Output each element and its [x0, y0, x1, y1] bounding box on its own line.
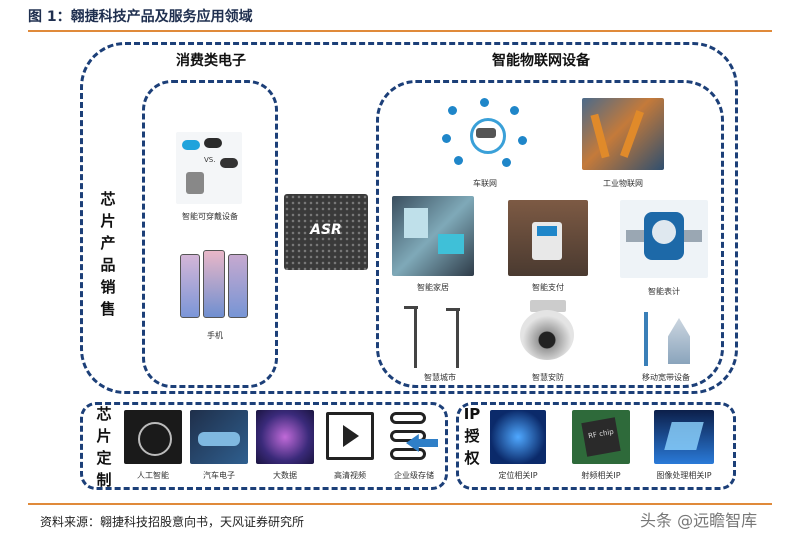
smart-home-image — [392, 196, 474, 276]
wearable-band-2 — [204, 138, 222, 148]
ip-label: IP授权 — [463, 405, 481, 467]
glow-panel — [664, 422, 704, 450]
node-5 — [518, 136, 527, 145]
wearable-image: VS. — [176, 132, 242, 204]
node-1 — [448, 106, 457, 115]
watermark: 头条 @远瞻智库 — [640, 511, 758, 530]
industrial-iot-caption: 工业物联网 — [603, 179, 643, 188]
camera-dome — [520, 310, 574, 360]
storage-icon — [388, 410, 440, 464]
tower-device — [668, 318, 690, 364]
robot-arm-2 — [620, 110, 644, 158]
smart-city-caption: 智慧城市 — [424, 373, 456, 382]
positioning-ip-image — [490, 410, 546, 464]
home-screen — [438, 234, 464, 254]
street-arm-2 — [446, 308, 460, 311]
storage-caption: 企业级存储 — [394, 471, 434, 480]
smart-security-caption: 智慧安防 — [532, 373, 564, 382]
ai-brain — [138, 422, 172, 456]
positioning-ip-caption: 定位相关IP — [498, 471, 538, 480]
storage-bar-2 — [390, 430, 426, 442]
chip-sales-label: 芯片产品销售 — [100, 190, 116, 318]
node-2 — [480, 98, 489, 107]
node-3 — [510, 106, 519, 115]
source-note: 资料来源：翱捷科技招股意向书，天风证券研究所 — [40, 515, 305, 529]
node-7 — [502, 158, 511, 167]
mobile-broadband-caption: 移动宽带设备 — [642, 373, 690, 382]
figure-title: 图 1：翱捷科技产品及服务应用领域 — [28, 9, 253, 25]
industrial-iot-image — [582, 98, 664, 170]
tower-pole — [644, 312, 648, 366]
ip-frame — [456, 402, 736, 490]
auto-electronics-caption: 汽车电子 — [203, 471, 235, 480]
image-processing-ip-image — [654, 410, 714, 464]
street-arm-1 — [404, 306, 418, 309]
vehicle-network-image — [440, 96, 532, 172]
smart-home-caption: 智能家居 — [417, 283, 449, 292]
smart-payment-caption: 智能支付 — [532, 283, 564, 292]
street-pole-1 — [414, 306, 417, 368]
wearable-vs: VS. — [204, 156, 216, 164]
chip-sales-frame — [80, 42, 738, 394]
phone-image — [180, 250, 248, 320]
smart-meter-image — [620, 200, 708, 278]
pos-screen — [537, 226, 557, 236]
wearable-band-1 — [182, 140, 200, 150]
play-icon — [343, 425, 359, 447]
rf-ip-image: RF chip — [572, 410, 630, 464]
auto-electronics-image — [190, 410, 248, 464]
bottom-rule — [28, 503, 772, 505]
smart-city-image — [398, 302, 478, 370]
rf-ip-caption: 射频相关IP — [581, 471, 621, 480]
consumer-frame — [142, 80, 278, 388]
robot-arm-1 — [590, 113, 610, 159]
storage-bar-3 — [390, 448, 426, 460]
smart-security-image — [512, 298, 582, 368]
vehicle-network-caption: 车联网 — [473, 179, 497, 188]
smart-meter-caption: 智能表计 — [648, 287, 680, 296]
hub-ring — [470, 118, 506, 154]
wearable-band-3 — [220, 158, 238, 168]
customization-label: 芯片定制 — [96, 405, 112, 489]
meter-dial — [652, 220, 676, 244]
title-rule — [28, 30, 772, 32]
customization-frame — [80, 402, 448, 490]
phone-caption: 手机 — [207, 331, 223, 340]
node-6 — [454, 156, 463, 165]
phone-1 — [180, 254, 200, 318]
ai-image — [124, 410, 182, 464]
car-shape — [198, 432, 240, 446]
ai-caption: 人工智能 — [137, 471, 169, 480]
wearable-watch — [186, 172, 204, 194]
street-pole-2 — [456, 308, 459, 368]
camera-mount — [530, 300, 566, 312]
big-data-image — [256, 410, 314, 464]
consumer-title: 消费类电子 — [176, 53, 246, 69]
home-window — [404, 208, 428, 238]
asr-chip: ASR — [284, 194, 368, 270]
image-processing-ip-caption: 图像处理相关IP — [656, 471, 712, 480]
hub-car — [476, 128, 496, 138]
storage-bar-1 — [390, 412, 426, 424]
hd-video-caption: 高清视频 — [334, 471, 366, 480]
iot-frame — [376, 80, 724, 388]
smart-payment-image — [508, 200, 588, 276]
phone-3 — [228, 254, 248, 318]
wearable-caption: 智能可穿戴设备 — [182, 212, 238, 221]
big-data-caption: 大数据 — [273, 471, 297, 480]
mobile-broadband-image — [630, 308, 700, 370]
hd-video-icon — [326, 412, 374, 460]
node-4 — [442, 134, 451, 143]
iot-title: 智能物联网设备 — [492, 53, 590, 69]
phone-2 — [203, 250, 225, 318]
asr-logo: ASR — [310, 222, 342, 238]
